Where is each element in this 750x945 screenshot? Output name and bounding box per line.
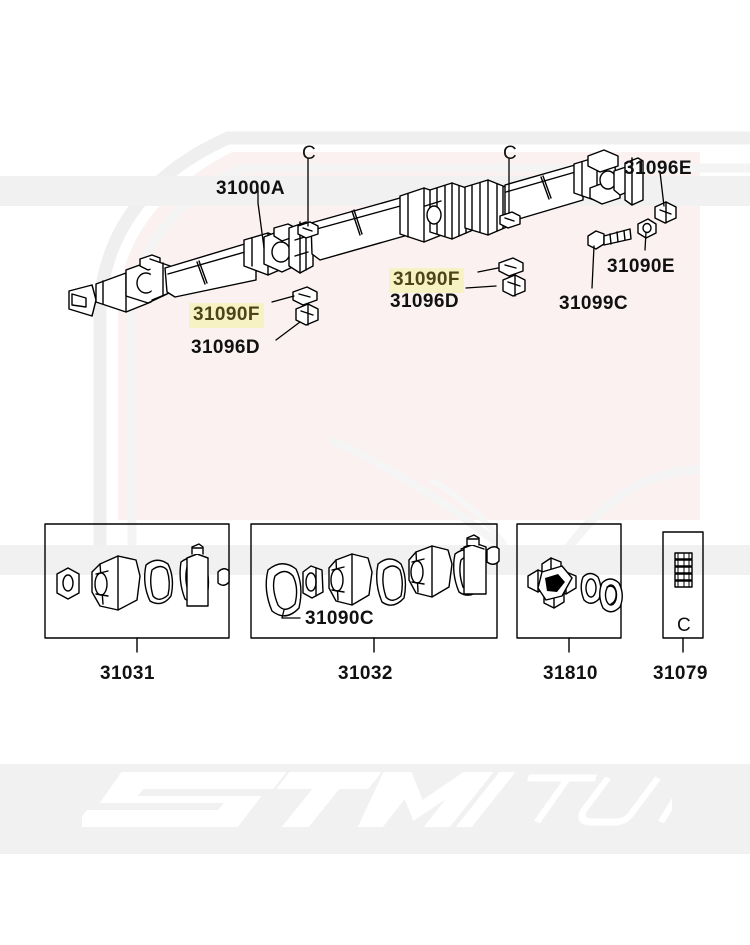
callout-31096e: 31096E: [624, 158, 692, 179]
kit-box-31079-drawing: [662, 531, 704, 653]
callout-31090f-right: 31090F: [389, 268, 464, 293]
callout-31096d-left: 31096D: [191, 337, 260, 358]
kit-box-31032-drawing: [250, 523, 500, 653]
callout-31099c: 31099C: [559, 293, 628, 314]
kit-box-31031-drawing: [44, 523, 230, 653]
leader-lines: [257, 157, 665, 341]
kit-box-31810-drawing: [516, 523, 623, 653]
nut-31096d-right: [502, 274, 526, 297]
callout-31090e: 31090E: [607, 256, 675, 277]
callout-31096d-right: 31096D: [390, 291, 459, 312]
callout-31090f-left: 31090F: [189, 303, 264, 328]
callout-31000a: 31000A: [216, 178, 285, 199]
callout-31090c: 31090C: [305, 608, 374, 629]
bolt-31099c: [587, 228, 632, 250]
callout-snap-ring-c: C: [677, 615, 692, 636]
kit-label-31810: 31810: [543, 663, 598, 684]
kit-label-31031: 31031: [100, 663, 155, 684]
washer-31090e: [637, 218, 657, 239]
nut-31096e: [654, 201, 677, 224]
propeller-shaft-drawing: [68, 149, 677, 326]
kit-label-31032: 31032: [338, 663, 393, 684]
kit-label-31079: 31079: [653, 663, 708, 684]
callout-c-left: C: [302, 143, 317, 164]
callout-c-right: C: [503, 143, 518, 164]
